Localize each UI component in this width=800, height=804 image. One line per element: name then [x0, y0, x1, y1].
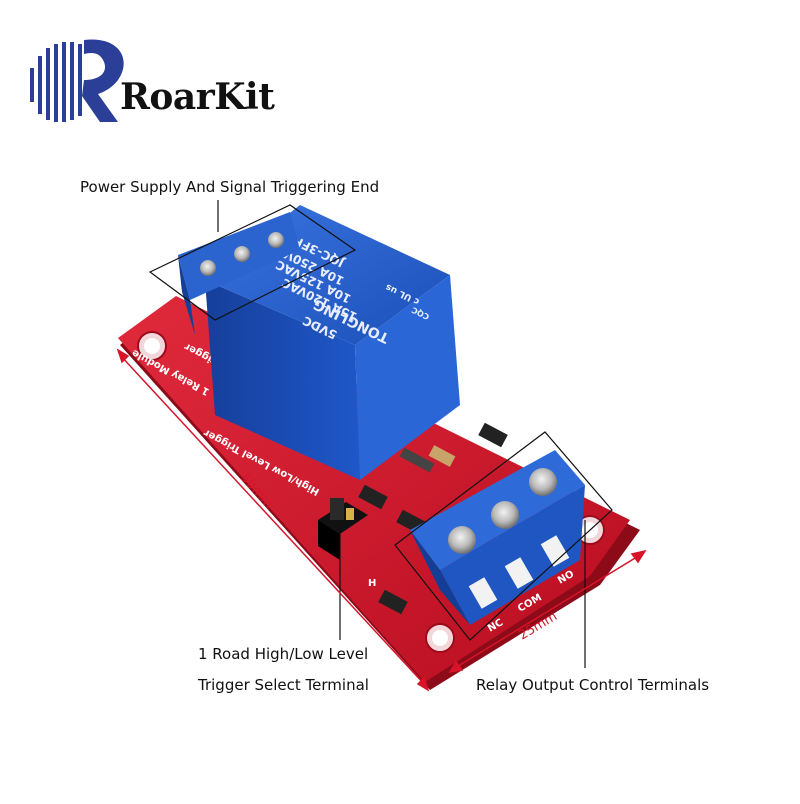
smd-resistor	[378, 589, 408, 615]
screw-icon	[491, 501, 519, 529]
brand-name: RoarKit	[120, 76, 275, 118]
screw-icon	[268, 232, 284, 248]
screw-icon	[234, 246, 250, 262]
screw-icon	[529, 468, 557, 496]
annotation-lines	[148, 200, 613, 668]
brand-logo-icon	[30, 39, 124, 122]
screw-icon	[200, 260, 216, 276]
relay-output-terminal-block	[410, 450, 585, 625]
power-signal-terminal-block	[178, 212, 300, 335]
trigger-jumper	[318, 498, 368, 560]
smd-capacitor	[428, 445, 456, 467]
callout-trigger-line2: Trigger Select Terminal	[198, 676, 369, 694]
smd-resistor	[358, 484, 388, 510]
smd-led	[478, 422, 508, 448]
dimension-arrows	[116, 348, 647, 692]
callout-relay-output: Relay Output Control Terminals	[476, 676, 710, 694]
diode	[399, 447, 435, 473]
callout-power-supply: Power Supply And Signal Triggering End	[80, 178, 380, 196]
callout-trigger-line1: 1 Road High/Low Level	[198, 645, 369, 663]
silk-h: H	[368, 578, 376, 589]
screw-icon	[448, 526, 476, 554]
